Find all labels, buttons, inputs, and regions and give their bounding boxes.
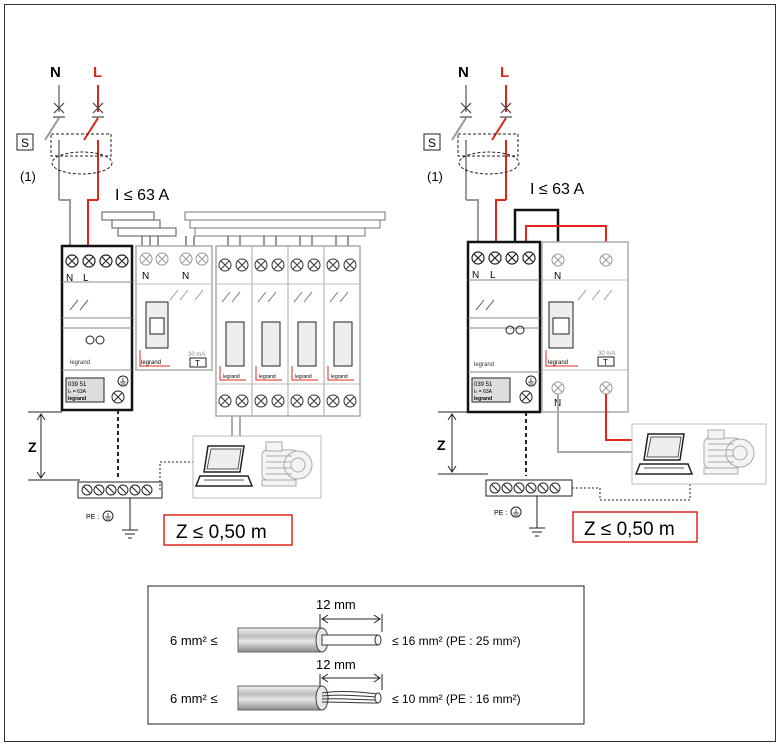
right-main-module: N L legrand 039 51 Iₙ = 63A legrand <box>466 240 542 414</box>
right-current-label: I ≤ 63 A <box>530 181 584 198</box>
left-rcd-module: N N legrand 30 mA T <box>135 245 213 371</box>
left-terminal-l: L <box>83 273 89 284</box>
left-neutral-fuse-icon <box>53 102 65 118</box>
stranded-cable-icon <box>237 685 382 711</box>
left-rcd-rating: 30 mA <box>188 352 205 358</box>
left-main-brand: legrand <box>70 360 90 366</box>
figure-frame <box>4 4 776 742</box>
left-neutral-label: N <box>50 64 61 81</box>
left-module-brand: legrand <box>68 396 86 402</box>
right-neutral-label: N <box>458 64 469 81</box>
left-switch-label: S <box>21 136 29 150</box>
left-terminal-n: N <box>66 273 73 284</box>
right-motor-icon <box>703 429 755 475</box>
right-terminal-l: L <box>490 270 496 281</box>
right-rcd-brand: legrand <box>548 360 568 366</box>
right-rcd-module: N N legrand 30 mA T <box>541 241 629 413</box>
cable-2-min-section: 6 mm² ≤ <box>170 691 218 706</box>
right-pe-label: PE : <box>494 510 507 517</box>
left-live-fuse-icon <box>92 102 104 118</box>
left-z-label: Z <box>28 439 37 455</box>
right-rcd-test: T <box>603 358 608 367</box>
right-main-brand: legrand <box>474 362 494 368</box>
cable-size-box: 12 mm 6 mm² ≤ ≤ 16 mm² (PE : 25 mm²) 12 … <box>147 585 585 725</box>
right-live-fuse-icon <box>500 102 512 118</box>
left-breakers: legrand legrand legrand legrand <box>215 245 361 417</box>
cable-1-strip-length: 12 mm <box>316 597 356 612</box>
left-diagram: N L S (1) I ≤ 63 A <box>16 64 386 546</box>
left-ground-icon <box>122 529 138 539</box>
right-switch-label: S <box>428 136 436 150</box>
right-live-label: L <box>500 64 509 81</box>
left-z-limit: Z ≤ 0,50 m <box>176 522 267 543</box>
left-breaker-brand-4: legrand <box>331 374 348 380</box>
right-rcd-terminal-icons <box>551 253 613 395</box>
right-z-limit: Z ≤ 0,50 m <box>584 519 675 540</box>
right-module-ref: 039 51 <box>474 382 493 388</box>
left-pe-earth-icon <box>102 510 114 522</box>
right-z-label: Z <box>437 437 446 453</box>
left-breaker-brand-1: legrand <box>223 374 240 380</box>
cable-2-max-section: ≤ 10 mm² (PE : 16 mm²) <box>392 692 521 706</box>
left-laptop-icon <box>194 445 254 487</box>
left-module-current: Iₙ = 63A <box>68 389 87 395</box>
left-main-terminal-icons <box>65 254 129 268</box>
right-diagram: N L S (1) I ≤ 63 A <box>423 64 767 543</box>
right-rcd-rating: 30 mA <box>598 351 615 357</box>
right-main-terminal-icons <box>471 251 536 265</box>
left-rcd-terminal-icons <box>139 252 209 266</box>
cable-2-strip-length: 12 mm <box>316 657 356 672</box>
right-module-current: Iₙ = 63A <box>474 389 493 395</box>
cable-1-min-section: 6 mm² ≤ <box>170 633 218 648</box>
left-pe-bar <box>77 481 163 499</box>
cable-1-max-section: ≤ 16 mm² (PE : 25 mm²) <box>392 634 521 648</box>
right-neutral-fuse-icon <box>460 102 472 118</box>
right-pe-earth-icon <box>510 506 522 518</box>
left-earth-icon <box>117 375 129 387</box>
left-module-ref: 039 51 <box>68 382 87 388</box>
left-pe-label: PE : <box>86 514 99 521</box>
right-rcd-terminal-n: N <box>554 271 561 282</box>
left-motor-icon <box>261 441 313 487</box>
left-breaker-brand-2: legrand <box>259 374 276 380</box>
right-laptop-icon <box>634 433 694 475</box>
right-pe-bar <box>485 479 573 497</box>
left-rcd-terminal-n2: N <box>182 271 189 282</box>
left-note-label: (1) <box>20 169 36 184</box>
left-main-module: N L legrand 039 51 Iₙ = 63A legrand <box>60 244 134 412</box>
left-rcd-terminal-n: N <box>142 271 149 282</box>
right-earth-icon <box>525 375 537 387</box>
solid-cable-icon <box>237 627 382 653</box>
left-current-label: I ≤ 63 A <box>115 187 169 204</box>
left-breaker-brand-3: legrand <box>295 374 312 380</box>
right-ground-icon <box>529 527 545 537</box>
left-live-label: L <box>93 64 102 81</box>
left-rcd-test: T <box>195 359 200 368</box>
left-rcd-brand: legrand <box>141 360 161 366</box>
right-note-label: (1) <box>427 169 443 184</box>
right-module-brand: legrand <box>474 396 492 402</box>
right-terminal-n: N <box>472 270 479 281</box>
